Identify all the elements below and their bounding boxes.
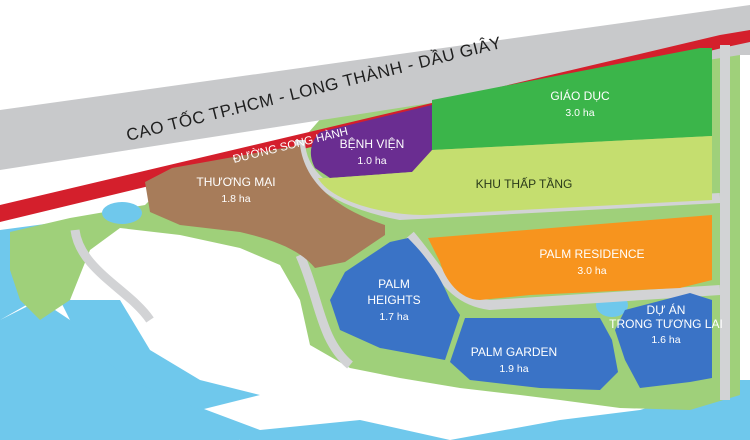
thuong-mai-name: THƯƠNG MẠI (196, 175, 275, 189)
zone-benh-vien[interactable] (310, 105, 432, 178)
zone-du-an[interactable] (615, 293, 712, 388)
benh-vien-name: BỆNH VIỆN (340, 136, 405, 151)
river (0, 222, 750, 440)
zone-palm-heights[interactable] (330, 238, 460, 360)
khu-thap-tang-name: KHU THẤP TẦNG (476, 176, 573, 191)
du-an-name-line2: TRONG TƯƠNG LAI (609, 317, 723, 331)
giao-duc-area: 3.0 ha (565, 107, 594, 119)
palm-residence-name: PALM RESIDENCE (539, 247, 644, 261)
inner-road-left (70, 229, 154, 323)
river-mid (60, 300, 260, 410)
zone-palm-residence[interactable] (428, 215, 712, 300)
du-an-name-line1: DỰ ÁN (647, 302, 686, 317)
inner-road-west (295, 253, 354, 369)
benh-vien-area: 1.0 ha (357, 155, 386, 167)
palm-garden-area: 1.9 ha (499, 363, 528, 375)
zone-khu-thap-tang[interactable] (318, 136, 712, 215)
palm-heights-name-line2: HEIGHTS (367, 293, 420, 307)
palm-heights-area: 1.7 ha (379, 311, 408, 323)
palm-garden-name: PALM GARDEN (471, 345, 557, 359)
highway (0, 5, 750, 170)
thuong-mai-area: 1.8 ha (221, 193, 250, 205)
zone-giao-duc[interactable] (432, 48, 712, 150)
palm-residence-area: 3.0 ha (577, 265, 606, 277)
inner-road-curve (406, 231, 721, 311)
palm-heights-name-line1: PALM (378, 277, 410, 291)
giao-duc-name: GIÁO DỤC (550, 88, 610, 103)
zone-thuong-mai[interactable] (145, 145, 385, 268)
pond-left (102, 202, 142, 224)
zone-palm-garden[interactable] (450, 318, 618, 390)
du-an-area: 1.6 ha (651, 334, 680, 346)
